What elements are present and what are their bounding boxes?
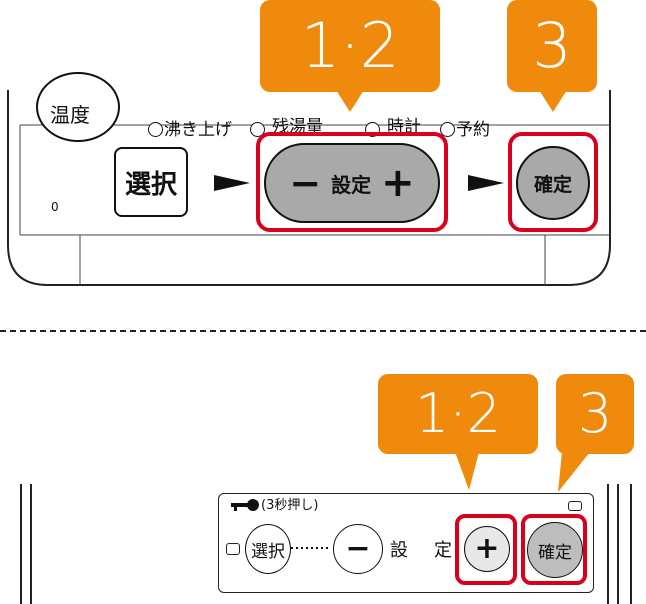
bottom-set-label-1: 設: [390, 540, 408, 561]
indicator-boil: [148, 122, 163, 137]
bottom-callout-step-1-2: 1·2: [378, 374, 538, 454]
mode-label-reserve: 予約: [456, 120, 490, 140]
arrow-right-icon-2: [468, 175, 504, 191]
temp-knob[interactable]: [36, 72, 120, 142]
set-label: 設定: [331, 172, 372, 197]
bottom-callout-step-3: 3: [556, 374, 634, 454]
bottom-confirm-label: 確定: [538, 542, 572, 563]
indicator-remaining: [250, 122, 265, 137]
left-rail: [20, 484, 32, 604]
dotted-connector: [291, 547, 331, 549]
right-rail-outer: [630, 484, 632, 604]
callout-step-3: 3: [507, 0, 597, 92]
key-icon: [231, 499, 259, 511]
bottom-set-label-2: 定: [434, 540, 452, 561]
arrow-right-icon: [214, 175, 250, 191]
bottom-confirm-button[interactable]: 確定: [527, 522, 583, 578]
callout-tail: [336, 90, 364, 112]
bottom-plus-button[interactable]: +: [464, 526, 510, 572]
bottom-plus-icon: +: [474, 531, 500, 566]
bottom-callout-tail: [455, 452, 479, 490]
mode-label-boil: 沸き上げ: [164, 120, 232, 140]
top-panel-outline: [7, 90, 611, 286]
callout-step-1-2: 1·2: [260, 0, 440, 92]
minus-icon[interactable]: −: [289, 161, 322, 205]
confirm-button[interactable]: 確定: [516, 146, 590, 220]
zero-indicator: 0: [51, 200, 59, 214]
power-indicator: [226, 543, 240, 555]
highlight-confirm-button: [508, 132, 598, 232]
bottom-select-label: 選択: [251, 541, 285, 562]
bottom-callout-tail-2: [558, 452, 590, 492]
temp-label: 温度: [50, 103, 90, 127]
callout-tail-2: [539, 90, 567, 112]
set-button[interactable]: − 設定 +: [264, 143, 440, 223]
lock-hint: (3秒押し): [261, 498, 319, 513]
select-button-label: 選択: [124, 169, 177, 200]
bottom-select-button[interactable]: 選択: [245, 524, 291, 574]
select-button[interactable]: 選択: [114, 147, 188, 217]
right-rail: [607, 484, 619, 604]
highlight-bottom-plus: [455, 514, 517, 585]
plus-icon[interactable]: +: [381, 160, 415, 206]
section-divider: [0, 330, 646, 332]
highlight-bottom-confirm: [521, 514, 587, 585]
indicator-reserve: [440, 122, 455, 137]
highlight-set-button: [256, 132, 448, 232]
top-right-indicator: [568, 501, 582, 511]
confirm-button-label: 確定: [533, 173, 572, 196]
bottom-minus-icon: −: [345, 531, 371, 566]
bottom-minus-button[interactable]: −: [333, 524, 383, 574]
